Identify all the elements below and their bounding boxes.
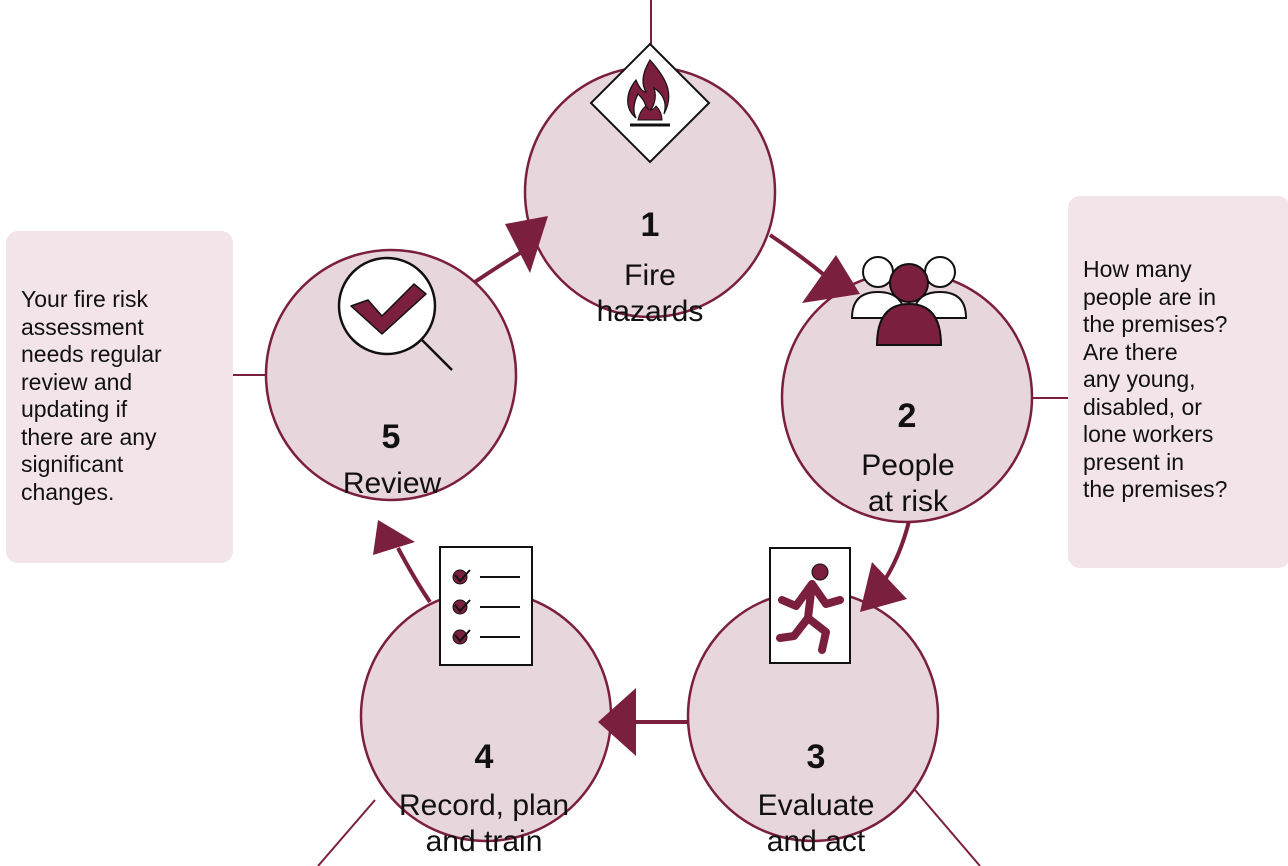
step-number-1: 1 (640, 206, 660, 244)
step-label-4: Record, plan and train (398, 789, 570, 858)
step-label-3: Evaluate and act (757, 789, 875, 858)
step-number-5: 5 (381, 418, 401, 456)
arrow-head-2-3 (860, 562, 907, 612)
review-note-text: Your fire risk assessment needs regular … (21, 286, 162, 505)
magnifier-check-icon (337, 256, 453, 371)
connector-line-record (317, 799, 376, 866)
step-label-5: Review (342, 467, 442, 500)
arrow-head-5-1 (505, 216, 548, 273)
people-note-box (1068, 196, 1288, 568)
connector-line-evaluate (914, 789, 981, 866)
arrow-arc-1-2 (768, 233, 830, 280)
people-note-text: How many people are in the premises? Are… (1083, 256, 1228, 502)
arrow-arc-4-5 (396, 547, 432, 604)
step-number-4: 4 (474, 738, 494, 776)
step-label-1: Fire hazards (596, 259, 704, 328)
arrow-head-1-2 (802, 255, 860, 303)
step-number-2: 2 (897, 397, 917, 435)
arrow-head-4-5 (373, 520, 415, 555)
step-circle-5 (264, 248, 518, 502)
emergency-exit-icon (769, 547, 851, 664)
checklist-icon (439, 546, 533, 666)
arrow-head-3-4 (598, 688, 636, 756)
fire-hazard-diamond-icon (589, 42, 711, 164)
people-group-icon (850, 256, 968, 346)
step-number-3: 3 (806, 738, 826, 776)
step-label-2: People at risk (861, 449, 955, 518)
review-note-box (6, 231, 233, 563)
